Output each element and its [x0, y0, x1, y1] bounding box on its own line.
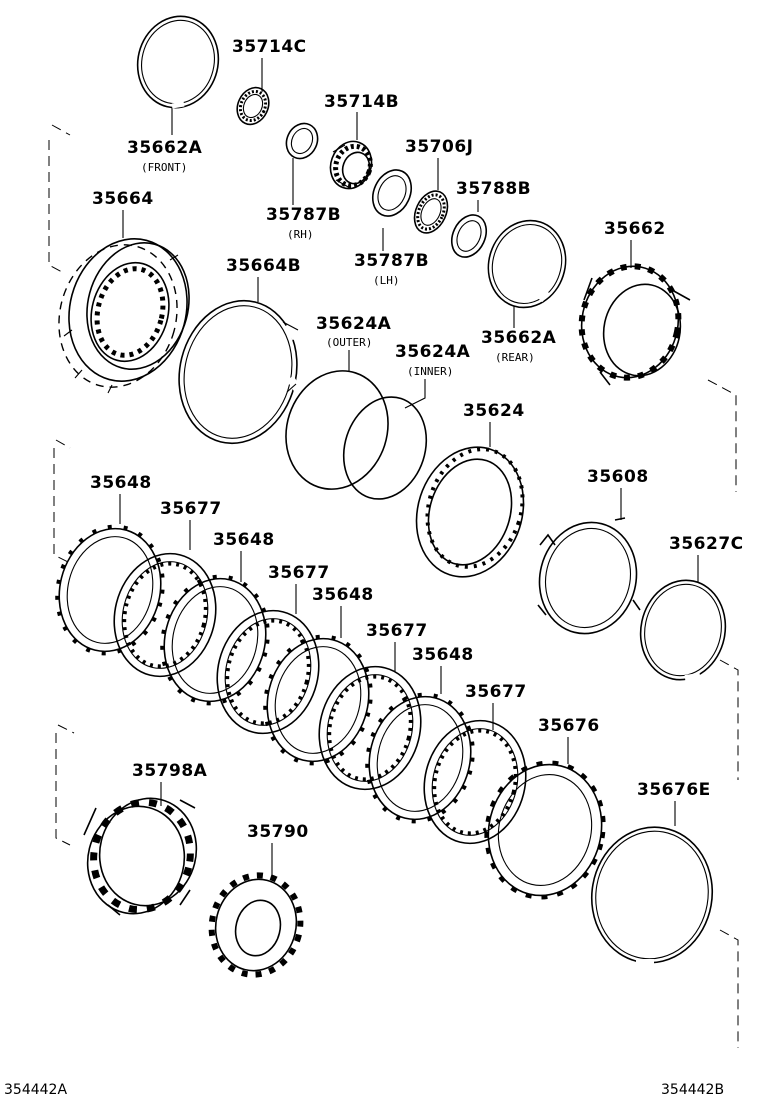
o-ring-35624A-inner [342, 396, 428, 500]
label-35648-2: 35648 [213, 530, 275, 550]
label-35676E: 35676E [637, 780, 711, 800]
plate-35648-3 [263, 634, 373, 766]
plate-35648-1 [55, 524, 165, 656]
label-35648-3: 35648 [312, 585, 374, 605]
clutch-drum-35662 [578, 263, 691, 386]
dashed-line-middle-right [719, 659, 739, 780]
clutch-hub-35798A [83, 797, 198, 916]
spring-retainer-35608 [537, 517, 641, 635]
footer-ref-left: 354442A [4, 1082, 67, 1098]
plate-35648-4 [365, 692, 475, 824]
label-35677-4: 35677 [465, 682, 527, 702]
label-35608: 35608 [587, 467, 649, 487]
label-35790: 35790 [247, 822, 309, 842]
leader-lines [119, 58, 699, 880]
label-35676: 35676 [538, 716, 600, 736]
note-35662A-rear: (REAR) [495, 351, 535, 364]
hub-35790 [208, 872, 304, 978]
note-35624A-inner: (INNER) [407, 365, 453, 378]
drum-35664 [58, 238, 190, 394]
dashed-line-upper-right [707, 379, 737, 492]
label-35664B: 35664B [226, 256, 301, 276]
snap-ring-35662A-rear [487, 219, 567, 309]
label-35788B: 35788B [456, 179, 531, 199]
piston-35624 [415, 446, 525, 578]
leader-35624A-inner [404, 379, 426, 409]
label-35662A-front: 35662A [127, 138, 203, 158]
plate-35648-2 [160, 574, 270, 706]
note-35624A-outer: (OUTER) [326, 336, 372, 349]
snap-ring-35676E [590, 826, 714, 965]
label-35677-1: 35677 [160, 499, 222, 519]
label-35677-2: 35677 [268, 563, 330, 583]
footer-references: 354442A 354442B [4, 1082, 724, 1098]
part-labels: 35714C 35662A (FRONT) 35714B 35706J 3566… [90, 37, 744, 842]
plate-35677-3 [318, 665, 422, 791]
label-35714C: 35714C [232, 37, 307, 57]
label-35624A-outer: 35624A [316, 314, 392, 334]
note-35662A-front: (FRONT) [141, 161, 187, 174]
label-35787B-lh: 35787B [354, 251, 429, 271]
label-35624: 35624 [463, 401, 525, 421]
footer-ref-right: 354442B [661, 1082, 724, 1098]
snap-ring-35627C [639, 579, 727, 681]
assembly-dashed-lines [48, 124, 739, 1048]
label-35648-4: 35648 [412, 645, 474, 665]
washer-35787B-rh [285, 122, 319, 160]
one-way-clutch-35714B [329, 140, 373, 190]
dashed-line-lower-left [55, 724, 75, 846]
label-35664: 35664 [92, 189, 154, 209]
label-35677-3: 35677 [366, 621, 428, 641]
dashed-line-upper-left [48, 124, 71, 273]
clutch-pack [55, 524, 527, 845]
label-35662A-rear: 35662A [481, 328, 557, 348]
label-35787B-rh: 35787B [266, 205, 341, 225]
label-35648-1: 35648 [90, 473, 152, 493]
plate-35677-2 [216, 609, 320, 735]
dashed-line-lower-right [719, 929, 739, 1048]
label-35627C: 35627C [669, 534, 744, 554]
snap-ring-35664B [178, 299, 302, 445]
plate-35677-4 [423, 719, 527, 845]
label-35624A-inner: 35624A [395, 342, 471, 362]
o-ring-35624A-outer [285, 370, 389, 490]
label-35714B: 35714B [324, 92, 399, 112]
bearing-35714C [236, 86, 270, 126]
bearing-35706J [413, 190, 449, 234]
note-35787B-rh: (RH) [287, 228, 314, 241]
snap-ring-35662A-front [136, 15, 220, 109]
flange-35676 [484, 760, 606, 900]
label-35662: 35662 [604, 219, 666, 239]
washer-35788B [450, 214, 488, 258]
plate-35677-1 [113, 552, 217, 678]
label-35706J: 35706J [405, 137, 473, 157]
note-35787B-lh: (LH) [373, 274, 400, 287]
label-35798A: 35798A [132, 761, 208, 781]
dashed-line-middle-left [53, 439, 71, 563]
washer-35787B-lh [371, 169, 413, 217]
